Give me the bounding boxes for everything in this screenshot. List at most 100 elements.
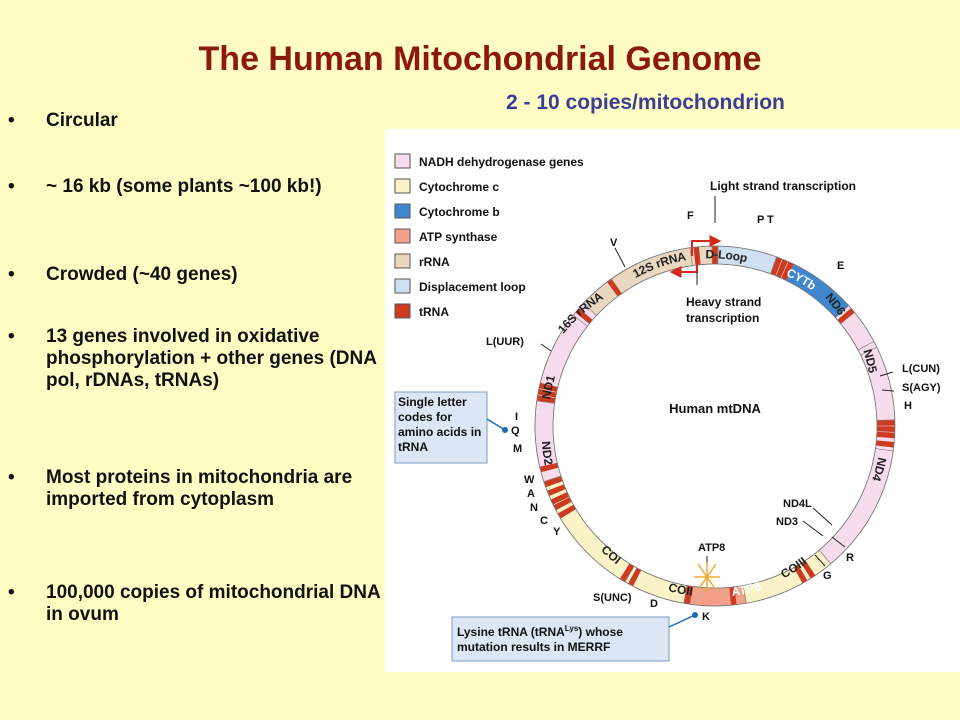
trna-bar	[875, 440, 895, 448]
legend-label: Cytochrome c	[419, 180, 499, 194]
legend-swatch	[394, 203, 411, 219]
trna-label-m: M	[513, 443, 522, 455]
lysine-callout-text: Lysine tRNA (tRNALys) whose mutation res…	[457, 621, 667, 655]
trna-bar	[557, 504, 576, 519]
trna-label-s-unc: S(UNC)	[593, 592, 632, 604]
legend-label: Cytochrome b	[419, 205, 500, 219]
bullet-text: Circular	[46, 110, 118, 131]
genome-ring	[534, 245, 896, 607]
segment-label-nd1: ND1	[539, 373, 558, 400]
bullet-text: Crowded (~40 genes)	[46, 264, 238, 285]
trna-label-p: P	[757, 214, 764, 226]
heavy-strand-label-line2: transcription	[686, 311, 759, 325]
trna-bar	[550, 492, 570, 505]
trna-bar	[793, 565, 808, 584]
lysine-callout-text-start: Lysine tRNA (tRNA	[457, 625, 565, 639]
trna-label-e: E	[837, 260, 844, 272]
bullet-text: Most proteins in mitochondria are import…	[46, 467, 353, 510]
bullet-text: ~ 16 kb (some plants ~100 kb!)	[46, 176, 322, 197]
legend-swatch	[394, 278, 411, 294]
trna-label-v: V	[610, 237, 618, 249]
trna-label-s-agy: S(AGY)	[902, 382, 941, 394]
heavy-strand-label: Heavy strand transcription	[686, 295, 765, 325]
trna-bar	[684, 585, 693, 605]
slide-title: The Human Mitochondrial Genome	[198, 40, 762, 78]
trna-labels: F V P T E L(CUN) S(AGY) H ND4L ND3 R G A…	[486, 210, 941, 623]
trna-label-l-cun: L(CUN)	[902, 363, 940, 375]
trna-label-t: T	[767, 214, 774, 226]
segment-label-nd2: ND2	[539, 441, 556, 467]
trna-label-d: D	[650, 598, 658, 610]
trna-label-a: A	[527, 488, 535, 500]
heavy-strand-label-line1: Heavy strand	[686, 295, 761, 309]
legend-swatch	[394, 153, 411, 169]
bullet-text: 13 genes involved in oxidative phosphory…	[46, 326, 377, 391]
trna-label-nd3: ND3	[776, 516, 798, 528]
bullet-text: 100,000 copies of mitochondrial DNA in o…	[46, 582, 380, 625]
trna-bar	[575, 308, 593, 324]
legend-label: NADH dehydrogenase genes	[419, 155, 584, 169]
light-strand-label: Light strand transcription	[710, 179, 856, 193]
trna-label-nd4l: ND4L	[783, 498, 812, 510]
trna-bar	[770, 256, 783, 276]
trna-bar	[801, 560, 816, 579]
trna-bar	[538, 382, 558, 393]
bullet-icon: •	[8, 582, 15, 603]
trna-bar	[837, 308, 855, 324]
heavy-strand-arrow	[669, 256, 698, 285]
trna-label-c: C	[540, 515, 548, 527]
lysine-callout-sup: Lys	[564, 624, 579, 633]
light-strand-arrow	[691, 196, 722, 256]
slide-subtitle: 2 - 10 copies/mitochondrion	[506, 91, 785, 114]
trna-label-q: Q	[511, 425, 520, 437]
segment-label-d-loop: D-Loop	[706, 247, 749, 265]
trna-bar	[543, 476, 563, 488]
trna-bar	[553, 497, 572, 511]
trna-bar	[539, 462, 559, 473]
amino-acid-callout: Single letter codes for amino acids in t…	[394, 391, 508, 464]
lysine-callout: Lysine tRNA (tRNALys) whose mutation res…	[451, 612, 698, 662]
segment-label-nd5: ND5	[860, 347, 880, 374]
lysine-trna-burst-icon	[694, 562, 720, 592]
trna-bar	[619, 563, 634, 582]
bullet-icon: •	[8, 176, 15, 197]
legend-swatch	[394, 303, 411, 319]
trna-bar	[876, 431, 895, 439]
trna-bar	[628, 567, 642, 587]
legend-swatch	[394, 228, 411, 244]
trna-bar	[876, 420, 895, 426]
trna-label-w: W	[524, 474, 535, 486]
trna-label-i: I	[515, 411, 518, 423]
trna-label-h: H	[904, 400, 912, 412]
legend-label: rRNA	[419, 255, 450, 269]
amino-acid-callout-text: Single letter codes for amino acids in t…	[398, 395, 482, 454]
segment-label-coii: COII	[667, 580, 694, 598]
trna-bar	[536, 395, 556, 404]
bullet-icon: •	[8, 326, 15, 347]
trna-label-atp8: ATP8	[698, 542, 725, 554]
segment-label-atp8: ATP8	[731, 579, 763, 599]
trna-bar	[876, 426, 895, 432]
legend-swatch	[394, 178, 411, 194]
trna-bar	[547, 484, 566, 497]
legend-label: ATP synthase	[419, 230, 498, 244]
trna-bar	[729, 586, 737, 606]
trna-label-y: Y	[553, 526, 561, 538]
center-label: Human mtDNA	[669, 401, 761, 416]
legend-label: tRNA	[419, 305, 449, 319]
legend-swatch	[394, 253, 411, 269]
legend-label: Displacement loop	[419, 280, 526, 294]
trna-bar	[775, 259, 788, 278]
trna-bar	[712, 246, 718, 265]
bullet-icon: •	[8, 264, 15, 285]
trna-bar	[781, 261, 794, 281]
bullet-icon: •	[8, 467, 15, 488]
trna-label-n: N	[530, 502, 538, 514]
trna-bar	[606, 278, 622, 297]
lysine-callout-text-end: ) whose mutation results in MERRF	[457, 625, 623, 654]
trna-bar	[537, 388, 557, 398]
trna-label-f: F	[687, 210, 694, 222]
